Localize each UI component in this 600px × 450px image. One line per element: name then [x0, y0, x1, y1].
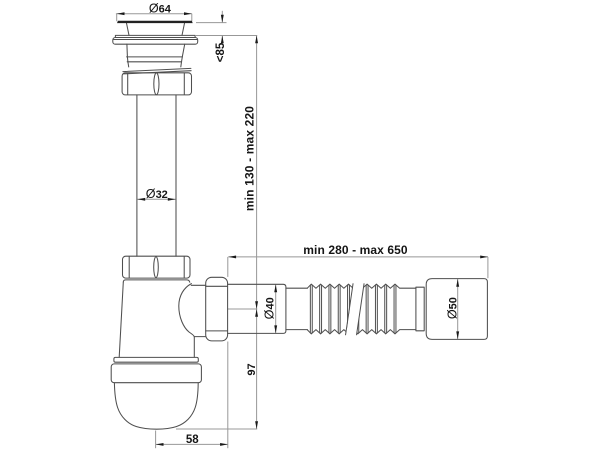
svg-text:Ø64: Ø64	[149, 1, 172, 15]
svg-text:min 280 - max 650: min 280 - max 650	[303, 243, 408, 257]
svg-text:97: 97	[246, 363, 258, 375]
svg-text:min 130 - max 220: min 130 - max 220	[243, 106, 257, 211]
svg-text:Ø40: Ø40	[263, 297, 277, 319]
svg-text:Ø32: Ø32	[146, 187, 168, 201]
svg-text:Ø50: Ø50	[445, 297, 459, 319]
svg-text:<85: <85	[215, 42, 227, 62]
svg-text:58: 58	[186, 434, 199, 446]
